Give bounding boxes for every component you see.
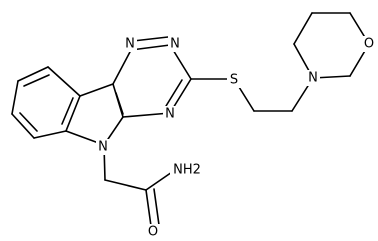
bond	[104, 179, 147, 191]
pyrrole-ring	[65, 83, 124, 146]
atom-label-nh2-amide: NH2	[173, 163, 201, 178]
bond	[47, 66, 81, 97]
double-bond-inner	[165, 79, 183, 107]
double-bond-outer	[132, 36, 169, 42]
atom-labels: N N N N S N O NH2 O	[96, 36, 376, 240]
atom-label-n-morpholine: N	[308, 71, 318, 86]
bond	[122, 112, 171, 118]
bond	[11, 80, 19, 115]
atom-label-o-amide: O	[148, 225, 158, 240]
bond	[112, 49, 132, 85]
atom-label-n-triazine-2: N	[170, 37, 180, 52]
atom-label-s-thioether: S	[230, 73, 238, 88]
double-bond-inner	[19, 112, 38, 132]
thioethyl-chain	[190, 77, 314, 112]
double-bond-outer	[153, 188, 160, 226]
bond	[11, 113, 35, 139]
acetamide-chain	[103, 144, 176, 227]
bond	[130, 44, 171, 51]
double-bond-inner	[115, 92, 124, 115]
double-bond-inner	[23, 74, 50, 87]
atom-label-n-triazine-1: N	[125, 37, 135, 52]
bond	[65, 95, 81, 132]
benzene-ring	[11, 66, 81, 139]
bond	[293, 12, 313, 45]
bond	[79, 83, 114, 97]
bond	[17, 66, 49, 82]
bond	[33, 130, 67, 139]
double-bond-inner	[61, 97, 74, 125]
bond	[145, 189, 152, 227]
atom-label-n-triazine-3: N	[165, 107, 175, 122]
morpholine-ring	[293, 12, 370, 79]
atom-label-n-indole: N	[98, 140, 108, 155]
atom-label-o-morpholine: O	[364, 37, 374, 52]
